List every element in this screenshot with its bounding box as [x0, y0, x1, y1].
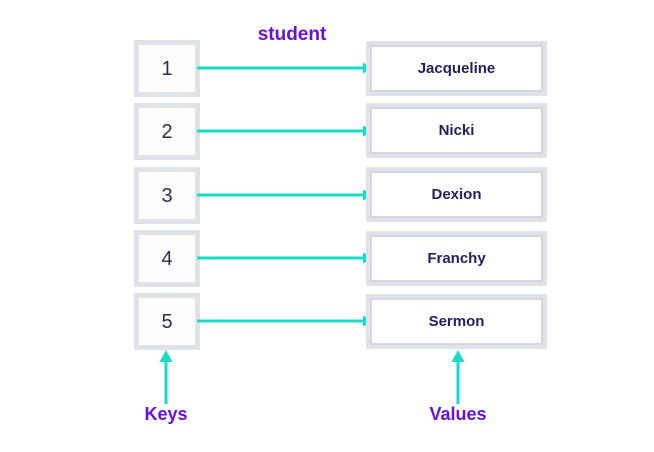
keys-caption-arrow — [155, 350, 177, 404]
arrow-right-icon — [197, 189, 375, 201]
value-box-2: Nicki — [370, 107, 543, 154]
value-label: Nicki — [438, 122, 475, 139]
value-box-5: Sermon — [370, 298, 543, 345]
key-box-2: 2 — [138, 107, 196, 156]
key-box-3: 3 — [138, 171, 196, 220]
key-label: 5 — [161, 310, 173, 333]
mapping-arrow-5 — [197, 315, 375, 327]
mapping-arrow-3 — [197, 189, 375, 201]
arrow-right-icon — [197, 62, 375, 74]
key-box-4: 4 — [138, 234, 196, 283]
key-label: 2 — [161, 120, 173, 143]
value-box-3: Dexion — [370, 171, 543, 218]
keys-caption: Keys — [144, 404, 188, 424]
value-label: Sermon — [428, 313, 485, 330]
mapping-arrow-1 — [197, 62, 375, 74]
value-box-1: Jacqueline — [370, 45, 543, 92]
key-box-5: 5 — [138, 297, 196, 346]
key-label: 3 — [161, 184, 173, 207]
dictionary-title: student — [257, 24, 327, 45]
value-box-4: Franchy — [370, 235, 543, 282]
arrow-right-icon — [197, 315, 375, 327]
values-caption: Values — [429, 404, 487, 424]
arrow-right-icon — [197, 125, 375, 137]
key-label: 1 — [161, 57, 173, 80]
mapping-arrow-4 — [197, 252, 375, 264]
value-label: Jacqueline — [417, 60, 496, 77]
arrow-up-icon — [159, 350, 173, 404]
key-label: 4 — [161, 247, 173, 270]
key-box-1: 1 — [138, 44, 196, 93]
values-caption-arrow — [447, 350, 469, 404]
mapping-arrow-2 — [197, 125, 375, 137]
value-label: Franchy — [427, 250, 486, 267]
arrow-right-icon — [197, 252, 375, 264]
arrow-up-icon — [451, 350, 465, 404]
value-label: Dexion — [431, 186, 482, 203]
